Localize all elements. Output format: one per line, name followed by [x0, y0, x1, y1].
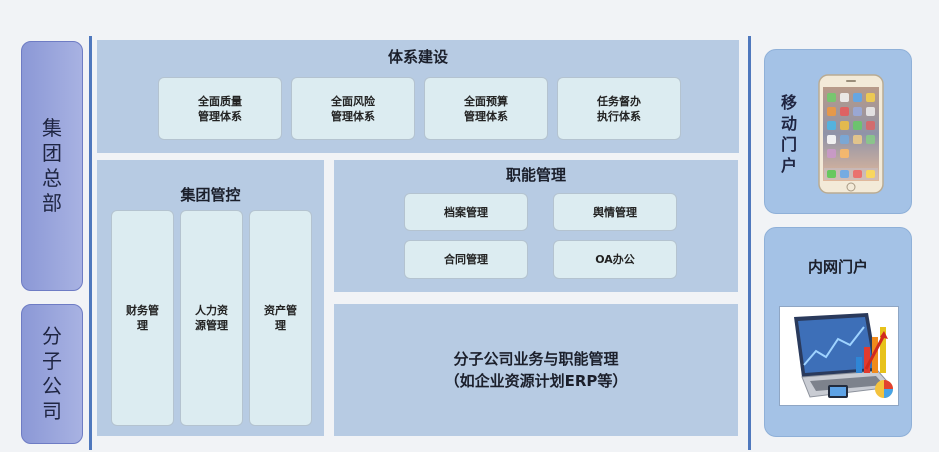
function-item-public-opinion: 舆情管理	[553, 193, 677, 231]
function-item-contracts: 合同管理	[404, 240, 528, 279]
laptop-chart-icon	[794, 313, 893, 398]
function-mgmt-panel: 职能管理 档案管理 舆情管理 合同管理 OA办公	[334, 160, 738, 292]
left-divider	[89, 36, 92, 450]
system-build-item-budget: 全面预算 管理体系	[424, 77, 548, 140]
group-control-item-finance: 财务管 理	[111, 210, 174, 426]
branch-label: 分子公司	[42, 324, 62, 423]
right-divider	[748, 36, 751, 450]
system-build-item-quality: 全面质量 管理体系	[158, 77, 282, 140]
system-build-item-supervision: 任务督办 执行体系	[557, 77, 681, 140]
hq-label: 集团总部	[42, 116, 62, 215]
group-control-item-assets: 资产管 理	[249, 210, 312, 426]
function-mgmt-title: 职能管理	[505, 166, 566, 184]
mobile-portal-card: 移动门户	[764, 49, 912, 214]
system-build-panel: 体系建设 全面质量 管理体系 全面风险 管理体系 全面预算 管理体系 任务督办 …	[97, 40, 739, 153]
branch-business-line1: 分子公司业务与职能管理	[453, 350, 619, 368]
function-item-archives: 档案管理	[404, 193, 528, 231]
system-build-title: 体系建设	[387, 48, 448, 66]
mobile-portal-label: 移动门户	[780, 93, 797, 175]
system-build-item-risk: 全面风险 管理体系	[291, 77, 415, 140]
intranet-portal-card: 内网门户	[764, 227, 912, 437]
group-control-title: 集团管控	[180, 186, 241, 204]
function-item-oa: OA办公	[553, 240, 677, 279]
group-control-panel: 集团管控 财务管 理 人力资 源管理 资产管 理	[97, 160, 324, 436]
branch-tab: 分子公司	[21, 304, 83, 444]
intranet-portal-label: 内网门户	[807, 258, 868, 276]
group-control-item-hr: 人力资 源管理	[180, 210, 243, 426]
hq-tab: 集团总部	[21, 41, 83, 291]
smartphone-icon	[818, 74, 884, 194]
laptop-image-frame	[779, 306, 899, 406]
branch-business-panel: 分子公司业务与职能管理 （如企业资源计划ERP等）	[334, 304, 738, 436]
branch-business-line2: （如企业资源计划ERP等）	[444, 372, 628, 390]
